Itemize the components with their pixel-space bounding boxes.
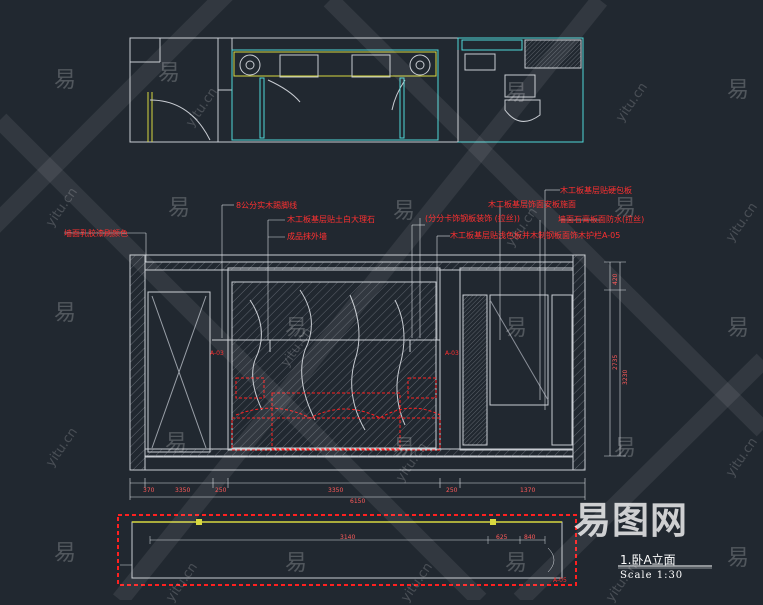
watermark-char: 易 <box>393 199 416 224</box>
section-marker: A-03 <box>445 350 459 357</box>
watermark-char: 易 <box>727 78 750 103</box>
bedroom-elevation <box>129 254 586 471</box>
section-marker: A-05 <box>553 577 567 584</box>
annotation-skirting: 8公分实木踢脚线 <box>236 201 298 210</box>
annotation-gypsum: 墙面石膏板面防水(拉丝) <box>558 215 645 224</box>
vertical-dimension-line <box>604 261 626 457</box>
watermark-char: 易 <box>505 316 528 341</box>
watermark-char: 易 <box>54 301 77 326</box>
annotation-soft-panel: 木工板基层贴硬包板 <box>560 186 632 195</box>
annotation-wall-paint: 墙面乳胶漆刷颜色 <box>64 229 128 238</box>
vdim-text: 2735 <box>612 354 619 370</box>
dim-text: 250 <box>215 487 227 494</box>
annotation-steel-trim: (分分卡饰钢板装饰 (拉丝)) <box>425 214 521 223</box>
dim-text: 1370 <box>520 487 536 494</box>
watermark-char: 易 <box>158 61 181 86</box>
top-floor-plan <box>129 37 584 143</box>
drawing-title-block: 1.卧A立面 Scale 1:30 <box>620 551 683 581</box>
site-logo: 易图网 <box>574 499 688 542</box>
watermark-char: 易 <box>285 551 308 576</box>
watermark-char: 易 <box>614 196 637 221</box>
annotation-leaders <box>64 189 600 410</box>
annotation-marble: 木工板基层贴土白大理石 <box>287 215 375 224</box>
watermark-char: 易 <box>168 196 191 221</box>
watermark-char: 易 <box>393 436 416 461</box>
plan-dim-text: 840 <box>524 534 536 541</box>
ceiling-plan <box>117 514 577 586</box>
drawing-title: 1.卧A立面 <box>620 553 676 567</box>
watermark-char: 易 <box>285 316 308 341</box>
horizontal-dimension-line <box>129 478 586 500</box>
annotation-light-panel: 木工板基层贴浅色板并木制钢板面饰木护栏A-05 <box>450 231 621 240</box>
watermark-char: 易 <box>727 316 750 341</box>
watermark-char: 易 <box>505 551 528 576</box>
dim-text: 3350 <box>175 487 191 494</box>
dim-text: 250 <box>446 487 458 494</box>
watermark-char: 易 <box>54 541 77 566</box>
annotation-veneer: 木工板基层饰面安板施面 <box>488 200 576 209</box>
watermark-char: 易 <box>614 436 637 461</box>
annotation-finish-wall: 成品抹外墙 <box>287 232 327 241</box>
watermark-char: 易 <box>727 546 750 571</box>
drawing-scale: Scale 1:30 <box>620 570 684 581</box>
dim-overall-text: 6150 <box>350 498 366 505</box>
plan-dim-text: 625 <box>496 534 508 541</box>
watermark-char: 易 <box>165 431 188 456</box>
watermark-char: 易 <box>505 81 528 106</box>
dim-text: 3350 <box>328 487 344 494</box>
section-marker: A-03 <box>210 350 224 357</box>
plan-dim-text: 3140 <box>340 534 356 541</box>
watermark-char: 易 <box>54 68 77 93</box>
dim-text: 370 <box>143 487 155 494</box>
vdim-text: 3230 <box>622 369 629 385</box>
vdim-text: 420 <box>612 273 619 285</box>
